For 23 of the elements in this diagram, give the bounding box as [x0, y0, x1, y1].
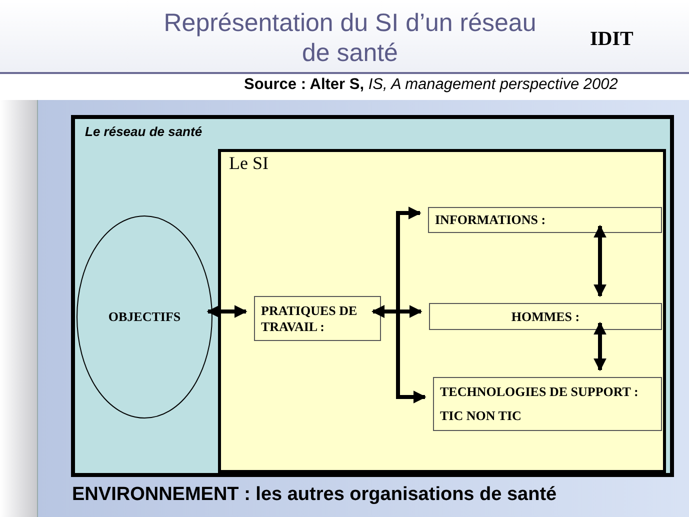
header-label: IDIT	[590, 28, 634, 51]
source-citation: Source : Alter S, IS, A management perspective 2002	[244, 76, 618, 94]
node-label: PRATIQUES DE TRAVAIL :	[261, 302, 358, 334]
process-box	[433, 377, 662, 431]
double-arrow	[594, 322, 606, 372]
network-box	[71, 115, 674, 477]
panel-heading: ENVIRONNEMENT : les autres organisations de santé	[72, 484, 557, 506]
node-label: INFORMATIONS :	[435, 212, 546, 228]
system-box	[218, 149, 666, 473]
node-label: OBJECTIFS	[108, 309, 181, 325]
environment-panel	[37, 100, 689, 517]
box-heading: Le SI	[229, 153, 268, 174]
title: Représentation du SI d’un réseau de santé	[162, 8, 538, 68]
double-arrow	[372, 305, 426, 404]
process-box	[429, 303, 662, 330]
box-heading: Le réseau de santé	[85, 124, 202, 139]
objective-ellipse	[76, 215, 213, 419]
process-box	[428, 207, 662, 233]
double-arrow	[594, 224, 606, 298]
process-box	[254, 296, 381, 341]
node-label: TECHNOLOGIES DE SUPPORT : TIC NON TIC	[440, 383, 640, 425]
node-label: HOMMES :	[511, 308, 580, 324]
double-arrow	[206, 305, 248, 318]
